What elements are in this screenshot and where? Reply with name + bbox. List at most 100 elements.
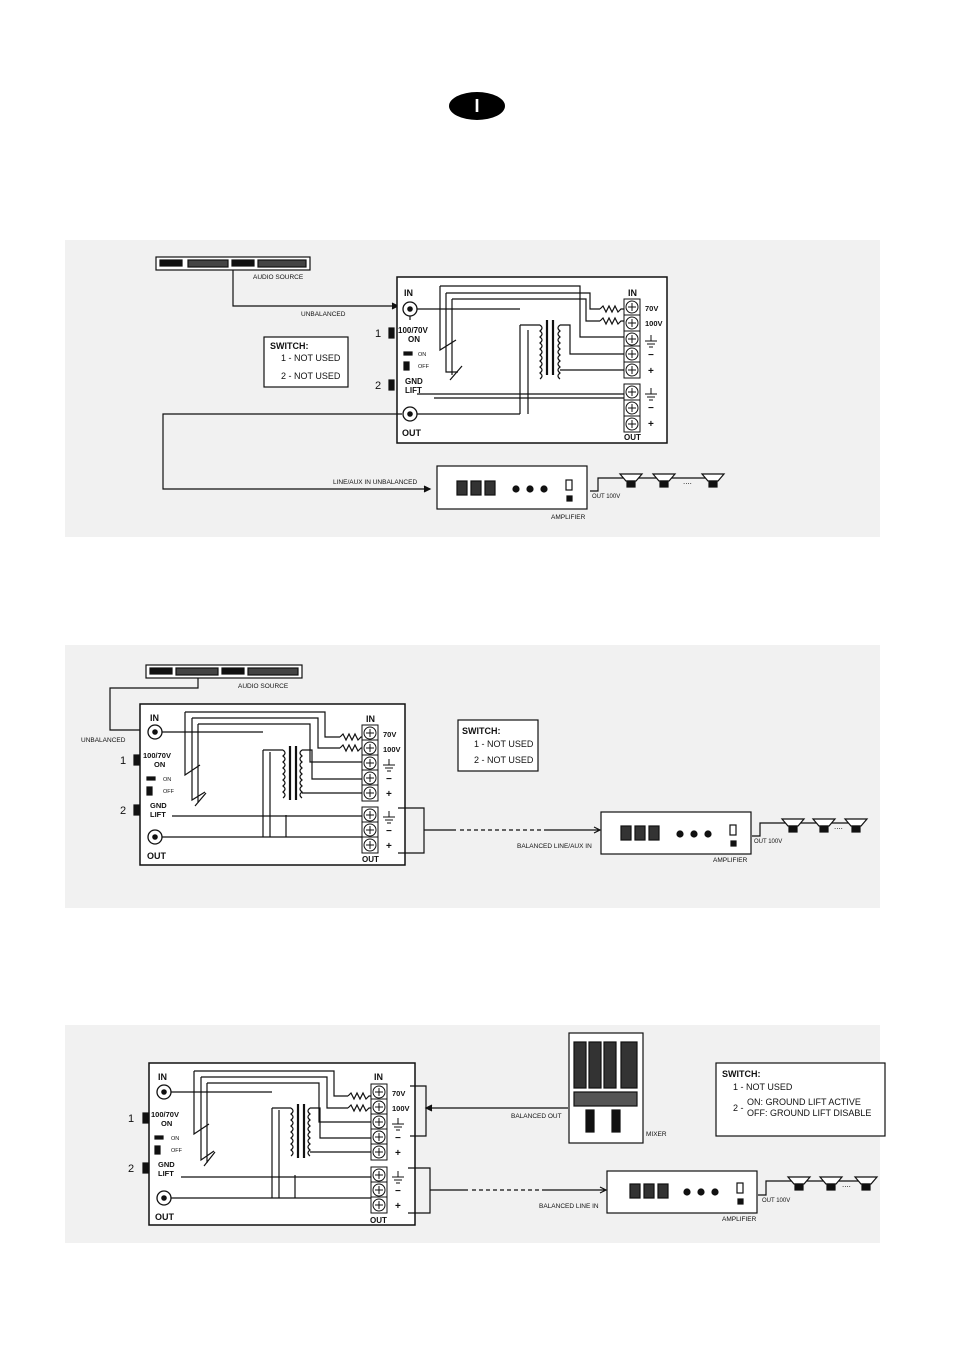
out-terminal-minus-label: −	[386, 826, 392, 837]
terminal-100v-label: 100V	[383, 745, 401, 754]
switch-1-number: 1	[120, 755, 126, 767]
out-label: OUT	[155, 1212, 175, 1222]
diagram-3: IN 100/70V ON 1 ON OFF 2 GND LIFT OUT IN…	[128, 1032, 886, 1226]
audio-source-device	[155, 256, 311, 271]
transformer-box	[139, 703, 406, 866]
switch-1-name: 100/70V	[398, 326, 428, 335]
terminal-out-label: OUT	[624, 433, 641, 442]
switch-legend-item-2: 2 - NOT USED	[281, 371, 341, 381]
switch-2-number: 2	[128, 1163, 134, 1175]
amp-output-label: OUT 100V	[762, 1198, 790, 1204]
amplifier-label: AMPLIFIER	[551, 514, 586, 521]
switch-legend-title: SWITCH:	[270, 341, 309, 351]
gnd-label: GND	[158, 1160, 175, 1169]
switch-legend-title: SWITCH:	[462, 726, 501, 736]
audio-source-label: AUDIO SOURCE	[253, 274, 304, 281]
lift-label: LIFT	[150, 810, 166, 819]
terminal-100v-label: 100V	[645, 319, 663, 328]
in-label: IN	[404, 288, 413, 298]
switch-off-label: OFF	[163, 789, 175, 795]
terminal-in-label: IN	[628, 288, 637, 298]
speaker-continuation: ....	[834, 822, 843, 831]
switch-legend-item-2-off: OFF: GROUND LIFT DISABLE	[747, 1108, 871, 1118]
amplifier-device	[436, 465, 588, 510]
mixer-device	[568, 1032, 644, 1144]
out-terminal-minus-label: −	[395, 1186, 401, 1197]
mixer-label: MIXER	[646, 1131, 667, 1138]
transformer-coil	[539, 320, 561, 380]
amplifier-device	[600, 811, 752, 855]
switch-legend-item-2: 2 - NOT USED	[474, 755, 534, 765]
switch-2-number: 2	[375, 380, 381, 392]
switch-2-number: 2	[120, 805, 126, 817]
switch-legend-item-2-prefix: 2 -	[733, 1103, 744, 1113]
unbalanced-label: UNBALANCED	[301, 311, 346, 318]
gnd-label: GND	[405, 377, 423, 386]
language-badge: I	[449, 92, 505, 120]
terminal-minus-label: −	[395, 1133, 401, 1144]
switch-1-state: ON	[408, 335, 420, 344]
terminal-in-label: IN	[366, 714, 375, 724]
switch-legend-title: SWITCH:	[722, 1069, 761, 1079]
audio-source-label: AUDIO SOURCE	[238, 683, 289, 690]
switch-on-label: ON	[163, 777, 171, 783]
out-label: OUT	[402, 428, 422, 438]
speaker-continuation: ....	[842, 1180, 851, 1189]
amp-output-label: OUT 100V	[754, 839, 782, 845]
switch-legend-item-2-on: ON: GROUND LIFT ACTIVE	[747, 1097, 861, 1107]
switch-legend	[457, 719, 539, 772]
switch-off-label: OFF	[171, 1148, 183, 1154]
terminal-70v-label: 70V	[645, 304, 658, 313]
out-terminal-plus-label: +	[648, 419, 654, 430]
switch-legend-item-1: 1 - NOT USED	[733, 1082, 793, 1092]
lift-label: LIFT	[158, 1169, 174, 1178]
switch-legend-item-1: 1 - NOT USED	[474, 739, 534, 749]
out-label: OUT	[147, 851, 167, 861]
amplifier-device	[606, 1170, 758, 1214]
speaker-continuation: ....	[683, 477, 692, 486]
terminal-out-label: OUT	[370, 1216, 387, 1225]
terminal-plus-label: +	[648, 366, 654, 377]
terminal-plus-label: +	[386, 789, 392, 800]
in-label: IN	[158, 1072, 167, 1082]
transformer-box	[396, 276, 668, 444]
transformer-coil	[290, 1104, 311, 1158]
audio-source-device	[145, 664, 303, 679]
lift-label: LIFT	[405, 386, 422, 395]
switch-legend-item-1: 1 - NOT USED	[281, 353, 341, 363]
out-terminal-plus-label: +	[395, 1201, 401, 1212]
terminal-plus-label: +	[395, 1148, 401, 1159]
in-label: IN	[150, 713, 159, 723]
terminal-in-label: IN	[374, 1072, 383, 1082]
terminal-minus-label: −	[386, 774, 392, 785]
switch-off-label: OFF	[418, 364, 430, 370]
amplifier-label: AMPLIFIER	[713, 857, 748, 864]
terminal-minus-label: −	[648, 350, 654, 361]
switch-on-label: ON	[418, 352, 426, 358]
diagram-2: AUDIO SOURCE UNBALANCED IN 100/70V ON 1 …	[81, 664, 868, 866]
gnd-label: GND	[150, 801, 167, 810]
switch-1-state: ON	[161, 1119, 172, 1128]
out-terminal-minus-label: −	[648, 403, 654, 414]
terminal-out-label: OUT	[362, 855, 379, 864]
switch-legend	[715, 1062, 886, 1137]
mixer-output-label: BALANCED OUT	[511, 1113, 562, 1120]
switch-1-name: 100/70V	[151, 1110, 179, 1119]
switch-1-number: 1	[128, 1113, 134, 1125]
terminal-70v-label: 70V	[392, 1089, 405, 1098]
terminal-70v-label: 70V	[383, 730, 396, 739]
diagram-1: AUDIO SOURCE UNBALANCED IN 100/70V ON 1 …	[155, 256, 725, 521]
unbalanced-label: UNBALANCED	[81, 737, 126, 744]
transformer-coil	[282, 746, 303, 800]
amp-input-label: BALANCED LINE/AUX IN	[517, 843, 592, 850]
amplifier-label: AMPLIFIER	[722, 1216, 757, 1223]
out-terminal-plus-label: +	[386, 841, 392, 852]
terminal-100v-label: 100V	[392, 1104, 410, 1113]
amp-input-label: BALANCED LINE IN	[539, 1203, 599, 1210]
switch-on-label: ON	[171, 1136, 179, 1142]
amp-output-label: OUT 100V	[592, 494, 620, 500]
amp-input-label: LINE/AUX IN UNBALANCED	[333, 479, 417, 486]
switch-1-state: ON	[154, 760, 165, 769]
switch-1-name: 100/70V	[143, 751, 171, 760]
